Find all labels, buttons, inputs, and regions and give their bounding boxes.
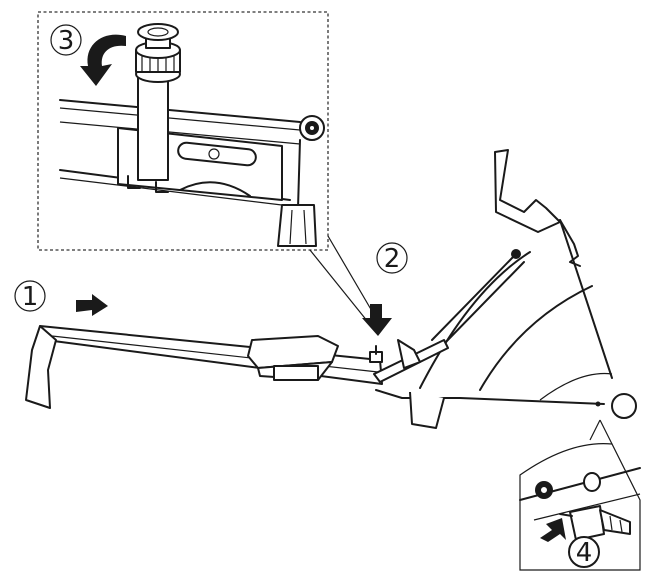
detail-box-knob: 3 <box>37 11 377 323</box>
step-2-badge: 2 <box>376 242 408 274</box>
step-3-label: 3 <box>58 26 75 56</box>
arrow-left-icon <box>540 518 566 542</box>
detail-plug: 4 <box>519 419 641 571</box>
knob-icon <box>135 23 181 83</box>
step-1-label: 1 <box>22 282 39 312</box>
step-4-badge: 4 <box>568 536 600 568</box>
rowing-machine: 1 2 <box>14 149 637 429</box>
seat <box>247 335 339 381</box>
detail-roller <box>277 115 325 247</box>
step-4-label: 4 <box>576 538 593 568</box>
step-1-badge: 1 <box>14 280 46 312</box>
step-2-label: 2 <box>384 244 401 274</box>
arrow-right-icon <box>76 294 108 316</box>
arrow-down-icon <box>362 304 392 336</box>
rail-end-stop <box>369 339 449 383</box>
detail-rail <box>59 69 301 207</box>
plug-icon <box>559 505 631 541</box>
rotate-arrow-icon <box>80 34 126 86</box>
step-3-badge: 3 <box>50 24 82 56</box>
